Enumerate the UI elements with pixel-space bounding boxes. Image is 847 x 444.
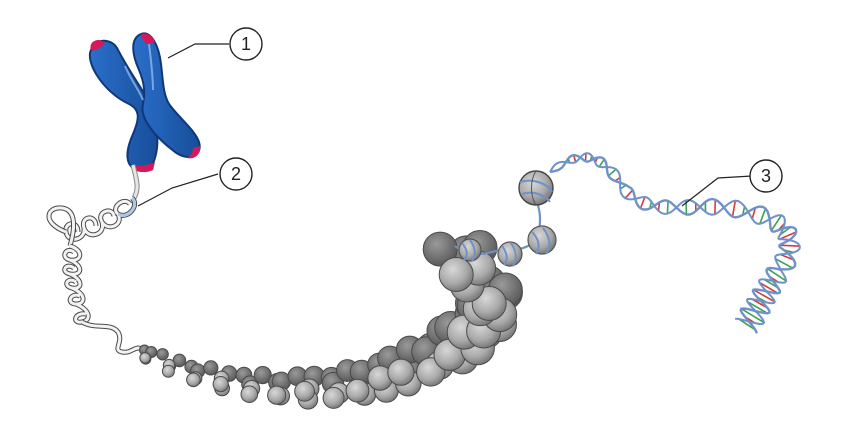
base-pair [779,253,795,261]
callout-3: 3 [681,159,783,207]
beads-on-string [454,170,557,267]
base-pair [666,200,669,214]
dna-backbone-strand [549,153,798,334]
nucleosome-bead [240,385,259,404]
base-pair [747,301,768,314]
base-pair [740,308,765,324]
nucleosome-bead [387,358,415,386]
callout-1-leader [167,43,229,59]
base-pair [766,267,787,282]
nucleosome-bead-large [518,170,554,206]
base-pair [639,196,646,209]
chromosome [88,32,201,173]
base-pair [770,214,783,232]
base-pair [759,208,767,225]
callout-1: 1 [167,27,263,61]
nucleosome-bead [497,241,523,267]
nucleosome-bead [203,360,219,376]
chromatid-left [88,39,159,173]
base-pair [598,158,605,168]
base-pair [779,231,797,240]
nucleosome-bead [422,231,458,267]
nucleosome-bead [156,348,169,361]
callout-1-label: 1 [241,34,251,54]
nucleosome-bead [212,376,229,393]
callout-2: 2 [137,157,253,207]
nucleosome-bead [527,225,557,255]
callout-2-circle [219,157,253,191]
base-pair [607,168,617,177]
nucleosome-bead [267,385,287,405]
nucleosome-bead [322,386,345,409]
base-pair [751,207,757,220]
chromatid-right [132,32,201,159]
nucleosome-bead [253,366,272,385]
nucleosome-bead [139,352,151,364]
callout-3-label: 3 [761,166,771,186]
dna-backbone-strand [549,152,801,326]
dna-double-helix [549,152,801,334]
nucleosome-bead [438,257,474,292]
callout-1-circle [229,27,263,61]
callout-2-label: 2 [231,164,241,184]
nucleosome-bead [345,378,370,403]
nucleosome-solenoid [139,230,523,410]
nucleosome-bead [458,238,482,262]
callout-3-leader [681,175,753,207]
base-pair [753,289,776,303]
base-pair [779,244,800,247]
coiled-fiber [46,196,144,355]
base-pair [774,257,794,269]
base-pair [731,200,737,217]
nucleosome-bead [161,364,175,378]
callout-2-leader [137,173,219,207]
callout-3-circle [749,159,783,193]
nucleosome-bead [186,372,201,388]
base-pair [624,189,634,199]
base-pair [758,281,779,294]
nucleosome-bead [294,380,316,402]
